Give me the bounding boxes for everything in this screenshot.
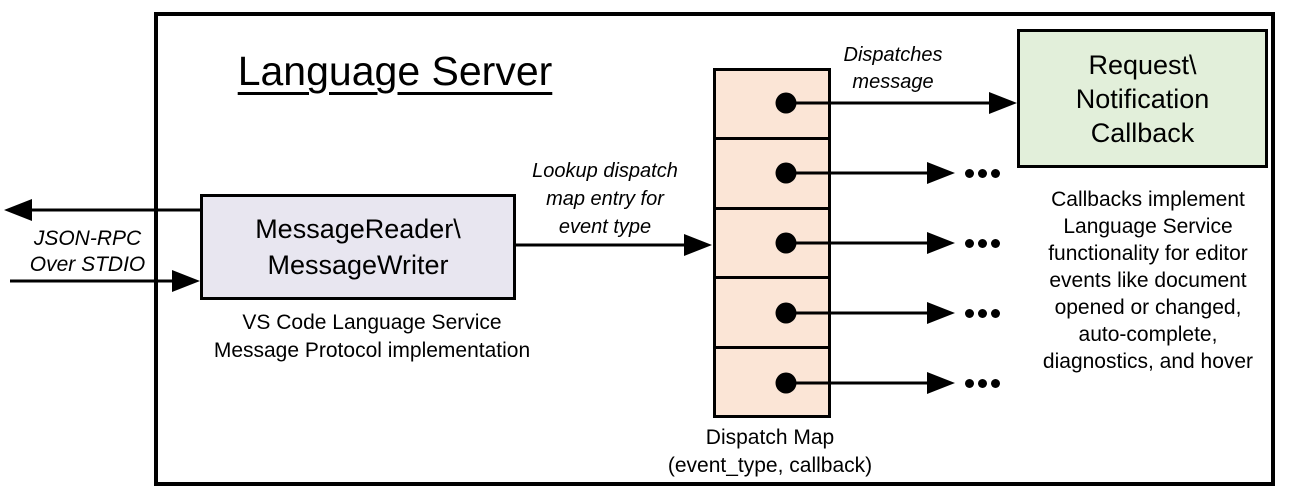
dispatch-map-cell bbox=[716, 279, 828, 349]
ellipsis-icon bbox=[965, 168, 1002, 178]
lookup-dispatch-label: Lookup dispatch map entry for event type bbox=[532, 160, 678, 238]
dispatch-map-cell bbox=[716, 210, 828, 280]
reader-caption: VS Code Language Service Message Protoco… bbox=[213, 311, 531, 362]
language-server-boundary bbox=[154, 12, 1275, 486]
request-notification-callback-box: Request\ Notification Callback bbox=[1017, 29, 1268, 168]
dispatch-map-cell bbox=[716, 140, 828, 210]
json-rpc-label: JSON-RPC Over STDIO bbox=[29, 227, 146, 276]
dispatch-map bbox=[713, 68, 831, 418]
callbacks-note: Callbacks implement Language Service fun… bbox=[1042, 188, 1254, 373]
ellipsis-icon bbox=[965, 238, 1002, 248]
dispatch-map-cell bbox=[716, 349, 828, 415]
message-reader-writer-label: MessageReader\ MessageWriter bbox=[255, 214, 461, 280]
dispatches-message-label: Dispatches message bbox=[843, 44, 943, 93]
message-reader-writer-box: MessageReader\ MessageWriter bbox=[200, 194, 516, 300]
diagram-title: Language Server bbox=[237, 48, 553, 94]
dispatch-map-caption: Dispatch Map (event_type, callback) bbox=[667, 426, 873, 477]
dispatch-map-cell bbox=[716, 71, 828, 141]
ellipsis-icon bbox=[965, 378, 1002, 388]
callback-box-label: Request\ Notification Callback bbox=[1075, 49, 1210, 148]
ellipsis-icon bbox=[965, 308, 1002, 318]
